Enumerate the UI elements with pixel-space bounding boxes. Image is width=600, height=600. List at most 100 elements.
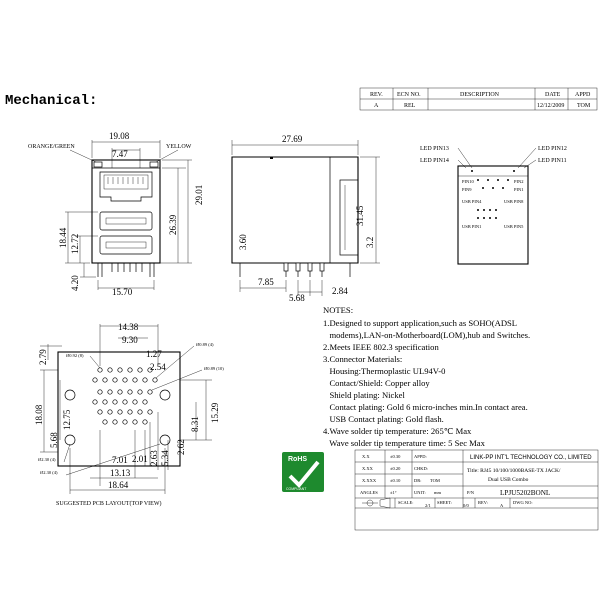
notes: NOTES: 1.Designed to support application… [323, 305, 530, 448]
note-line-1: 1.Designed to support application,such a… [323, 318, 517, 328]
rohs-sub: COMPLIANT [286, 487, 307, 491]
dim-pcb-right2: 15.29 [210, 402, 220, 423]
dim-front-inner-width: 7.47 [112, 149, 128, 159]
dim-front-h-inner: 26.39 [168, 214, 178, 235]
led-pin13-label: LED PIN13 [420, 146, 449, 152]
dim-front-leg: 4.20 [70, 275, 80, 291]
dim-pcb-top1: 14.38 [118, 322, 139, 332]
hole-callout-2: Ø0.89 (4) [196, 342, 214, 347]
rev-header-description: DESCRIPTION [460, 92, 500, 98]
dim-pcb-bottom4: 18.64 [108, 480, 129, 490]
rev-cell-rev: A [374, 103, 379, 109]
dim-front-bottom-width: 15.70 [112, 287, 133, 297]
note-line-6: Contact/Shield: Copper alloy [323, 378, 430, 388]
dim-front-width: 19.08 [109, 131, 130, 141]
dim-pcb-top3: 1.27 [146, 349, 162, 359]
dim-side-pin-c: 2.84 [332, 286, 348, 296]
dim-pcb-vert-a: 2.63 [149, 450, 159, 466]
unit-val: mm [434, 490, 442, 495]
part-number: LPJU5202BONL [500, 489, 550, 497]
rev-header-rev: REV. [370, 92, 383, 98]
dim-pcb-left-height: 18.08 [34, 404, 44, 425]
usb-pin5-label: USB PIN5 [504, 224, 524, 229]
hole-callout-3: Ø0.89 (10) [204, 366, 224, 371]
hole-callout-4: Ø2.30 (4) [38, 457, 56, 462]
tol1-val: ±0.30 [390, 454, 401, 459]
revision-table: REV. ECN NO. DESCRIPTION DATE APPD A REL… [359, 87, 598, 111]
angles-label: ANGLES [360, 490, 378, 495]
note-line-2: modems),LAN-on-Motherboard(LOM),hub and … [323, 330, 530, 340]
notes-title: NOTES: [323, 305, 353, 315]
dim-pcb-top2: 9.30 [122, 335, 138, 345]
usb-pin4-label: USB PIN4 [462, 199, 482, 204]
led-pin11-label: LED PIN11 [538, 158, 567, 164]
led-label-right: YELLOW [166, 144, 192, 150]
tol2-val: ±0.20 [390, 466, 401, 471]
scale-val: 2/1 [425, 503, 431, 508]
rohs-label: RoHS [288, 456, 307, 463]
sheet-label: SHEET: [437, 500, 452, 505]
rev-val: A [500, 503, 504, 508]
part-label: P/N [467, 490, 475, 495]
sheet-val: 0/0 [463, 503, 470, 508]
tol3-label: X.XXX [362, 478, 377, 483]
rev-cell-appd: TOM [577, 103, 591, 109]
rev-label: REV: [478, 500, 488, 505]
title-line-1: Title: RJ45 10/100/1000BASE-TX JACK/ [467, 468, 561, 474]
rev-header-appd: APPD [575, 92, 591, 98]
note-line-9: USB Contact plating: Gold flash. [323, 414, 444, 424]
rev-cell-date: 12/12/2009 [537, 103, 564, 109]
title-block: X.X ±0.30 X.XX ±0.20 X.XXX ±0.10 ANGLES … [354, 449, 599, 531]
led-pin12-label: LED PIN12 [538, 146, 567, 152]
dim-pcb-left-top: 2.79 [38, 349, 48, 365]
pin-label-9: PIN9 [462, 187, 472, 192]
dim-pcb-bottom3: 13.13 [110, 468, 131, 478]
pcb-layout: 14.38 9.30 1.27 2.54 Ø0.92 (8) Ø0.89 (4)… [34, 322, 224, 507]
note-line-4: 3.Connector Materials: [323, 354, 402, 364]
hole-callout-1: Ø0.92 (8) [66, 353, 84, 358]
appd-label: APPD: [414, 454, 427, 459]
pin-label-10: PIN10 [462, 179, 475, 184]
angles-val: ±1° [390, 490, 397, 495]
note-line-11: Wave solder tip temperature time: 5 Sec … [323, 438, 486, 448]
chkd-label: CHKD: [414, 466, 428, 471]
dim-side-pin-b: 5.68 [289, 293, 305, 303]
pin-view: PIN10 PIN2 PIN9 PIN1 USB PIN4 USB PIN8 U… [420, 146, 567, 265]
rev-cell-ecn: REL [404, 103, 416, 109]
led-label-left: ORANGE/GREEN [28, 144, 75, 150]
note-line-10: 4.Wave solder tip temperature: 265℃ Max [323, 426, 472, 436]
dim-side-low-left: 3.60 [238, 234, 248, 250]
dim-side-height: 31.45 [355, 205, 365, 226]
tol2-label: X.XX [362, 466, 374, 471]
dim-front-h-total: 29.01 [194, 185, 204, 205]
front-view: 19.08 7.47 ORANGE/GREEN YELLOW 26.39 29.… [28, 131, 204, 297]
dim-pcb-bottom1: 7.01 [112, 455, 128, 465]
dim-side-low-right: 3.2 [365, 237, 375, 248]
unit-label: UNIT: [414, 490, 426, 495]
dr-label: DR: [414, 478, 422, 483]
usb-pin8-label: USB PIN8 [504, 199, 524, 204]
dim-front-usb-height2: 12.72 [70, 234, 80, 254]
rev-header-ecn: ECN NO. [397, 92, 421, 98]
pcb-caption: SUGGESTED PCB LAYOUT(TOP VIEW) [56, 500, 162, 507]
dim-side-length: 27.69 [282, 134, 303, 144]
dim-pcb-right1: 8.31 [190, 416, 200, 432]
dim-pcb-bottom2: 2.01 [132, 454, 148, 464]
led-pin14-label: LED PIN14 [420, 158, 449, 164]
side-view: 27.69 31.45 3.60 3.2 7.85 5.68 2.84 [231, 134, 380, 303]
title-line-2: Dual USB Combo [488, 477, 529, 483]
page-heading: Mechanical: [5, 93, 97, 109]
pin-label-2: PIN2 [514, 179, 524, 184]
note-line-5: Housing:Thermoplastic UL94V-0 [323, 366, 445, 376]
dim-side-pin-a: 7.85 [258, 277, 274, 287]
note-line-7: Shield plating: Nickel [323, 390, 405, 400]
rohs-badge: RoHS COMPLIANT [282, 452, 324, 492]
projection-symbol-icon [362, 497, 391, 509]
dr-name: TOM [430, 478, 440, 483]
pin-label-1: PIN1 [514, 187, 524, 192]
note-line-3: 2.Meets IEEE 802.3 specification [323, 342, 439, 352]
dwg-label: DWG NO: [513, 500, 533, 505]
hole-callout-5: Ø2.30 (4) [40, 470, 58, 475]
dim-pcb-vert-c: 2.62 [176, 439, 186, 455]
